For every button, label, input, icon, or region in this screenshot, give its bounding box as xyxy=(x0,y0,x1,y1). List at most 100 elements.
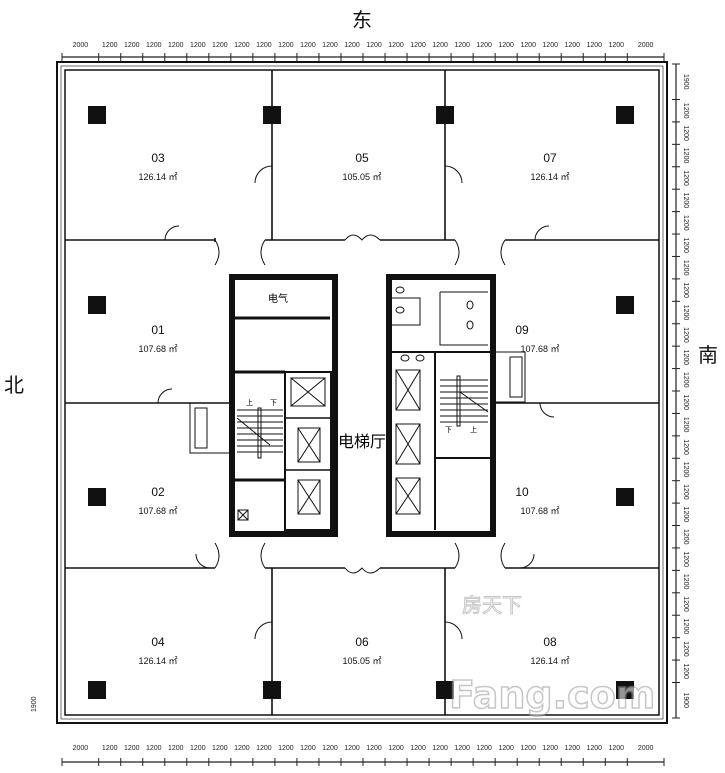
room-area: 126.14 ㎡ xyxy=(138,656,177,666)
dim-label: 1200 xyxy=(520,745,536,752)
dim-label: 1200 xyxy=(344,745,360,752)
electrical-room-label: 电气 xyxy=(268,292,288,305)
label-north: 北 xyxy=(4,373,24,397)
room-number: 06 xyxy=(355,635,369,649)
dim-label: 1200 xyxy=(278,745,294,752)
dim-label: 1200 xyxy=(682,394,689,410)
dim-label: 1200 xyxy=(322,42,338,49)
dim-label: 1200 xyxy=(410,745,426,752)
room-area: 107.68 ㎡ xyxy=(520,506,559,516)
dim-label: 2000 xyxy=(638,745,654,752)
dim-label: 1200 xyxy=(682,663,689,679)
dim-label: 1200 xyxy=(682,417,689,433)
dim-label: 1200 xyxy=(388,42,404,49)
dim-label: 1200 xyxy=(608,42,624,49)
dim-label: 1200 xyxy=(168,42,184,49)
dim-label: 1200 xyxy=(682,215,689,231)
dim-label: 1200 xyxy=(366,745,382,752)
watermark-logo: 房天下 Fang.com xyxy=(448,593,656,718)
column xyxy=(88,681,106,699)
dim-label: 1200 xyxy=(212,745,228,752)
dim-label: 1200 xyxy=(454,745,470,752)
dim-label: 1200 xyxy=(212,42,228,49)
column xyxy=(88,296,106,314)
dim-label: 1200 xyxy=(682,305,689,321)
dim-label: 1200 xyxy=(146,42,162,49)
elevator-lobby-label: 电梯厅 xyxy=(338,432,386,451)
dim-label: 1200 xyxy=(564,42,580,49)
room-number: 02 xyxy=(151,485,165,499)
column xyxy=(616,488,634,506)
watermark-cn: 房天下 xyxy=(462,593,522,617)
side-restrooms xyxy=(189,351,526,454)
dim-label: 1200 xyxy=(682,551,689,567)
dim-label: 1200 xyxy=(366,42,382,49)
room-04: 04 126.14 ㎡ xyxy=(138,635,177,666)
dim-label: 1200 xyxy=(432,42,448,49)
stair-up-left: 上 xyxy=(246,398,253,407)
room-number: 03 xyxy=(151,151,165,165)
dimension-labels: 2000 1200 1200 1200 1200 1200 1200 1200 1200 1200… xyxy=(73,42,689,752)
column xyxy=(263,106,281,124)
core-left: 电气 上 下 xyxy=(229,274,338,537)
room-number: 07 xyxy=(543,151,557,165)
room-area: 126.14 ㎡ xyxy=(530,656,569,666)
dim-label: 1200 xyxy=(124,42,140,49)
column xyxy=(436,106,454,124)
room-number: 04 xyxy=(151,635,165,649)
dim-label: 1200 xyxy=(168,745,184,752)
column xyxy=(88,488,106,506)
dim-label: 1200 xyxy=(682,439,689,455)
dim-label: 1200 xyxy=(102,42,118,49)
dim-label: 1200 xyxy=(256,745,272,752)
dim-label: 1200 xyxy=(682,507,689,523)
dim-label: 1200 xyxy=(454,42,470,49)
dim-label: 1200 xyxy=(322,745,338,752)
column xyxy=(616,106,634,124)
label-east: 东 xyxy=(352,8,372,32)
dim-label: 1200 xyxy=(300,745,316,752)
room-03: 03 126.14 ㎡ xyxy=(138,151,177,182)
dim-label: 1200 xyxy=(234,42,250,49)
dim-label: 1200 xyxy=(586,745,602,752)
room-number: 05 xyxy=(355,151,369,165)
dim-label: 1200 xyxy=(234,745,250,752)
dim-label: 1200 xyxy=(682,372,689,388)
dim-label: 1200 xyxy=(682,641,689,657)
dim-label: 2000 xyxy=(73,42,89,49)
dim-label: 1900 xyxy=(682,74,689,90)
stair-down-right: 下 xyxy=(445,426,452,434)
dim-label: 1200 xyxy=(586,42,602,49)
dim-label: 1200 xyxy=(146,745,162,752)
dim-label: 1200 xyxy=(682,125,689,141)
room-number: 01 xyxy=(151,323,165,337)
column xyxy=(88,106,106,124)
stair-down-left: 下 xyxy=(270,399,277,407)
room-area: 126.14 ㎡ xyxy=(138,172,177,182)
dim-label: 1200 xyxy=(432,745,448,752)
dim-label: 1200 xyxy=(682,148,689,164)
dim-label: 1200 xyxy=(682,574,689,590)
dim-label: 1200 xyxy=(682,193,689,209)
room-area: 107.68 ㎡ xyxy=(138,506,177,516)
dim-label: 1200 xyxy=(682,619,689,635)
label-south: 南 xyxy=(698,343,718,367)
dim-label: 1200 xyxy=(542,42,558,49)
stair-up-right: 上 xyxy=(470,425,477,434)
dim-label: 1200 xyxy=(682,327,689,343)
dim-label: 1200 xyxy=(102,745,118,752)
dim-label: 1200 xyxy=(190,42,206,49)
dim-label: 1200 xyxy=(190,745,206,752)
outer-walls xyxy=(56,61,668,724)
dim-label: 1200 xyxy=(682,462,689,478)
door-swings xyxy=(157,165,555,640)
dimension-ticks xyxy=(61,53,680,766)
room-number: 10 xyxy=(515,485,529,499)
dim-label: 1200 xyxy=(256,42,272,49)
dim-label: 1200 xyxy=(476,42,492,49)
dim-label: 1900 xyxy=(682,692,689,708)
